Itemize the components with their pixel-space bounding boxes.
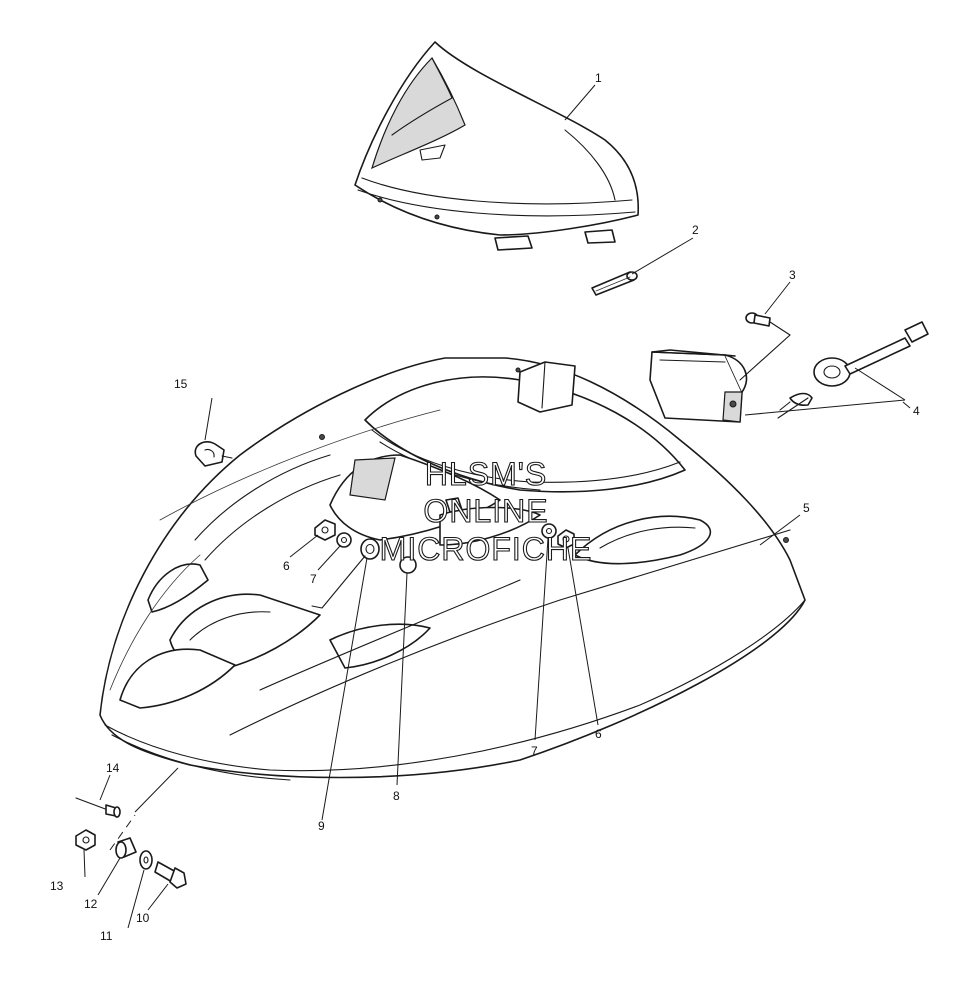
callout-8: 8 (393, 789, 400, 803)
callout-6-left: 6 (283, 559, 290, 573)
callout-6-right: 6 (595, 727, 602, 741)
hood (99, 357, 806, 781)
callout-12: 12 (84, 897, 98, 911)
leader-lines (83, 84, 911, 929)
callout-15: 15 (174, 377, 188, 391)
pin (591, 271, 638, 296)
callout-5: 5 (803, 501, 810, 515)
callout-13: 13 (50, 879, 64, 893)
callout-9: 9 (318, 819, 325, 833)
hood-hardware (311, 497, 575, 609)
headlight-screw (745, 312, 791, 336)
callout-4: 4 (913, 404, 920, 418)
clip (194, 441, 233, 467)
callout-7-right: 7 (531, 744, 538, 758)
callout-7-left: 7 (310, 572, 317, 586)
watermark-line-3: MICROFICHE (380, 531, 593, 567)
callout-14: 14 (106, 761, 120, 775)
fastener-stack (75, 767, 187, 889)
callout-11: 11 (100, 929, 113, 943)
callout-10: 10 (136, 911, 150, 925)
callout-2: 2 (692, 223, 699, 237)
watermark-line-2: ONLINE (423, 493, 548, 529)
headlight-assembly (649, 321, 929, 423)
callout-3: 3 (789, 268, 796, 282)
callout-1: 1 (595, 71, 602, 85)
watermark-line-1: HLSM'S (425, 456, 547, 492)
watermark: HLSM'S ONLINE MICROFICHE (379, 455, 593, 567)
windshield (354, 41, 640, 251)
callout-labels: 1 2 3 4 5 6 6 7 7 8 9 10 11 12 13 14 15 (50, 71, 920, 943)
